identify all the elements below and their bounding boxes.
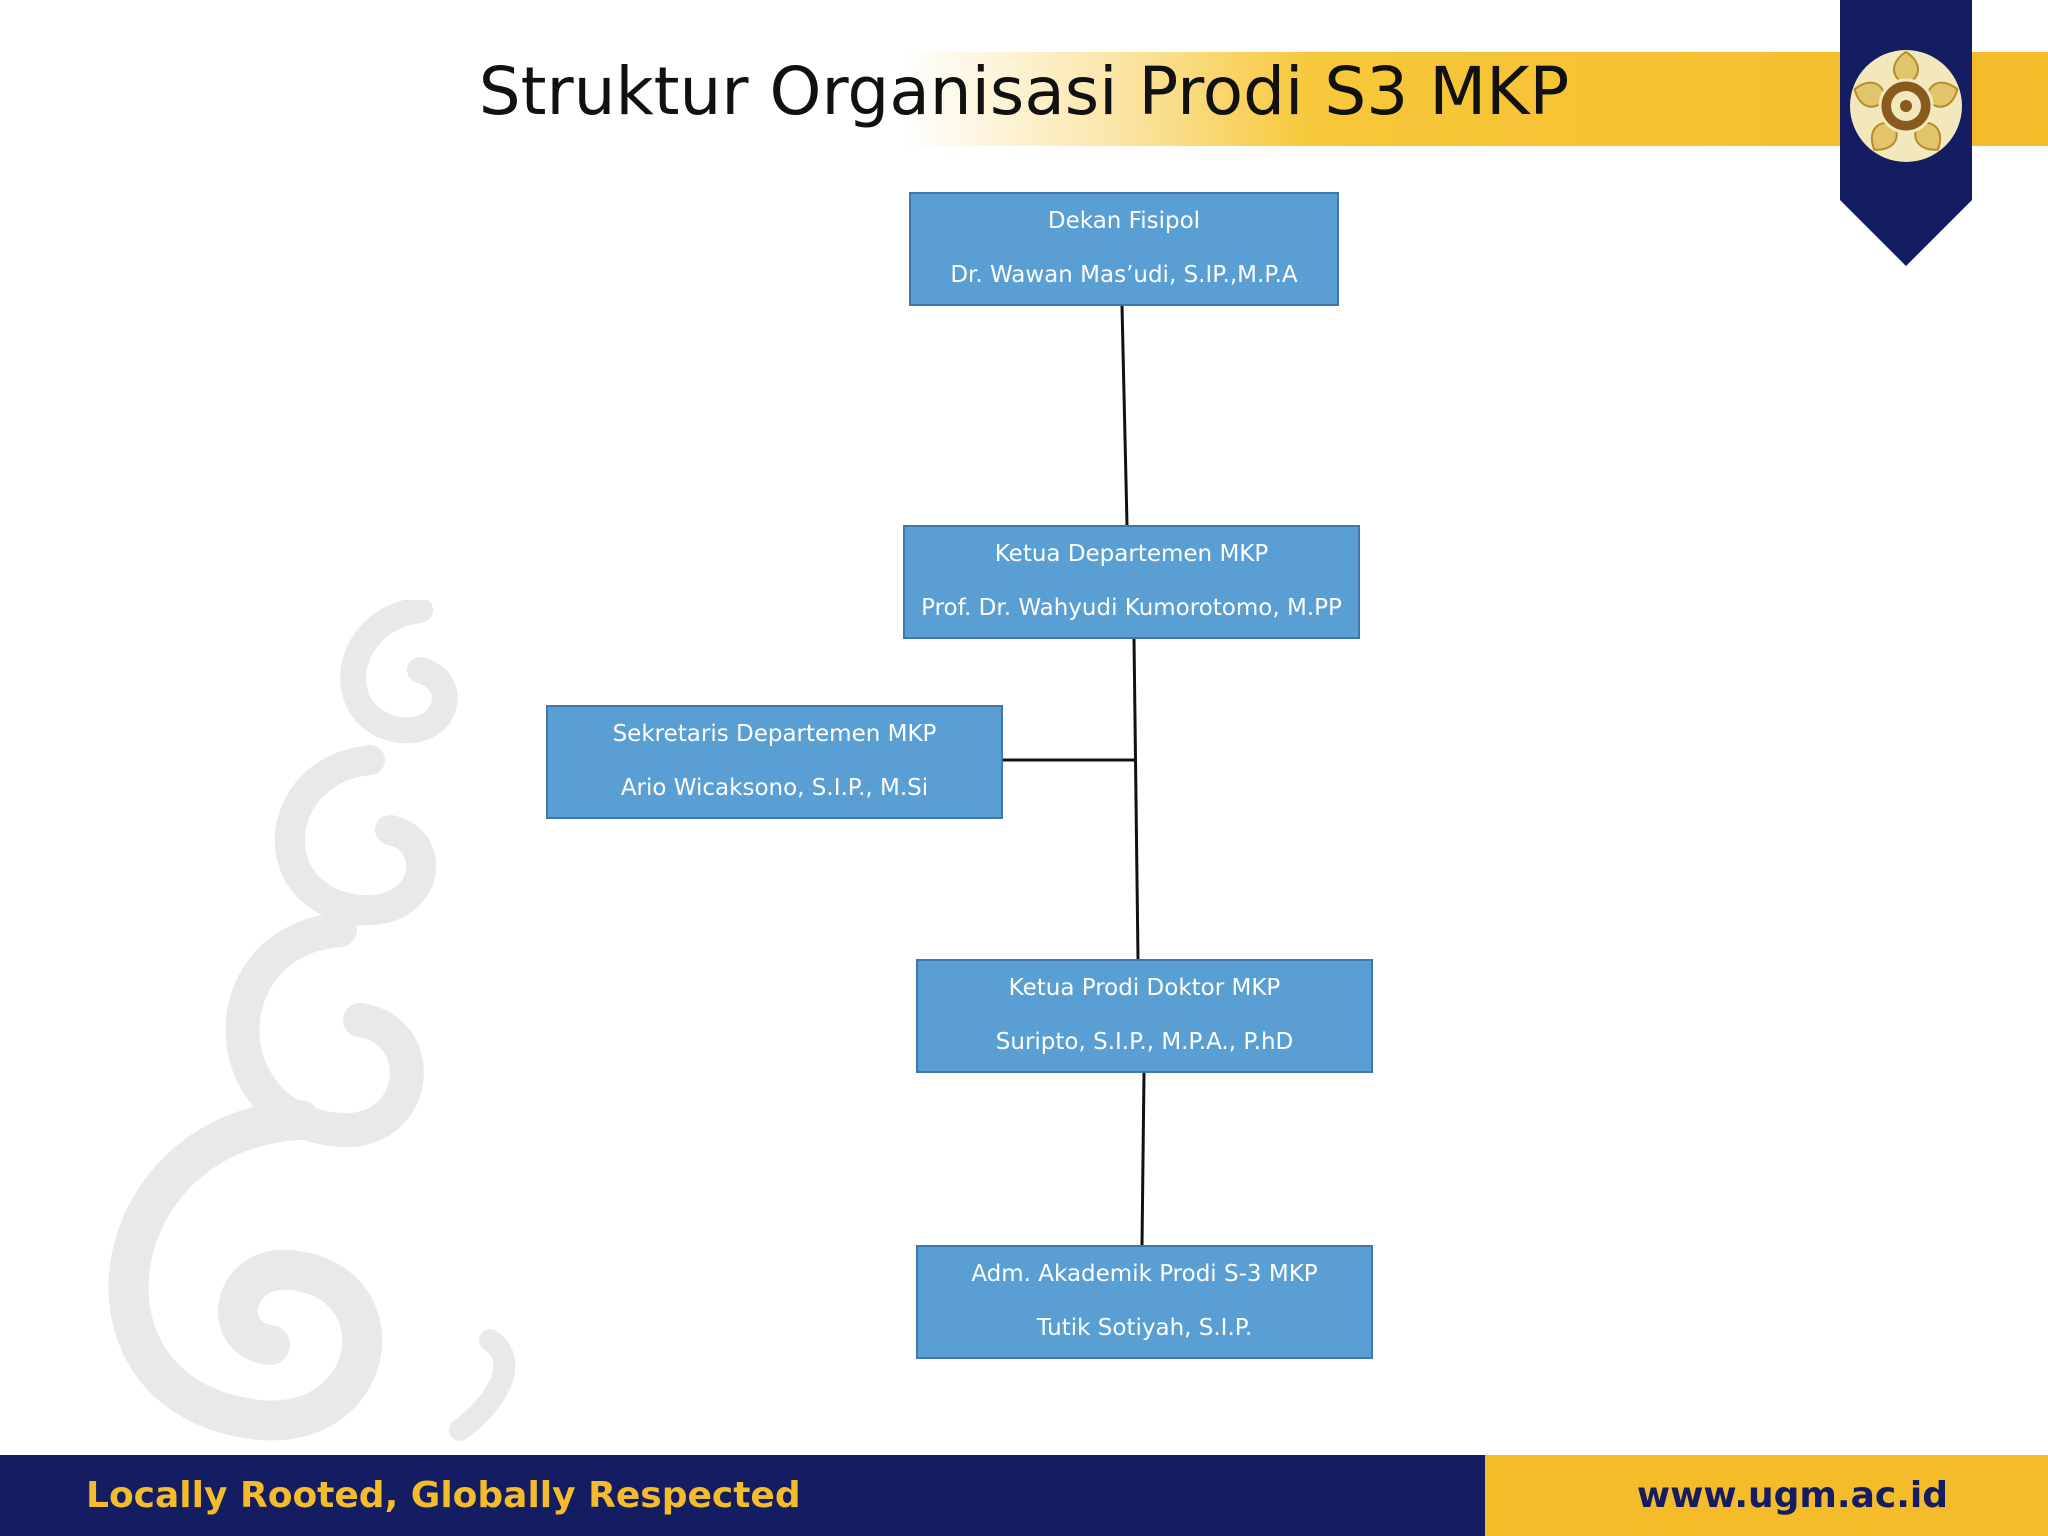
org-box-role: Dekan Fisipol [1047, 208, 1201, 234]
org-box-sekretaris-departemen: Sekretaris Departemen MKP Ario Wicaksono… [546, 705, 1003, 819]
org-box-role: Ketua Prodi Doktor MKP [1008, 975, 1281, 1001]
org-box-ketua-departemen: Ketua Departemen MKP Prof. Dr. Wahyudi K… [903, 525, 1360, 639]
org-box-person: Suripto, S.I.P., M.P.A., P.hD [995, 1029, 1294, 1055]
org-box-person: Prof. Dr. Wahyudi Kumorotomo, M.PP [921, 595, 1342, 621]
org-box-person: Ario Wicaksono, S.I.P., M.Si [620, 775, 929, 801]
org-box-role: Adm. Akademik Prodi S-3 MKP [971, 1261, 1318, 1287]
org-box-ketua-prodi: Ketua Prodi Doktor MKP Suripto, S.I.P., … [916, 959, 1373, 1073]
footer-tagline: Locally Rooted, Globally Respected [86, 1475, 801, 1516]
connector-ketua-prodi-to-adm [1140, 1072, 1146, 1246]
title-band [0, 52, 2048, 146]
ugm-crest-icon [1840, 0, 1972, 266]
connector-ketua-dept-to-ketua-prodi [1132, 638, 1140, 960]
footer-url-link[interactable]: www.ugm.ac.id [1636, 1475, 1948, 1516]
org-box-person: Tutik Sotiyah, S.I.P. [1036, 1315, 1253, 1341]
org-box-adm-akademik: Adm. Akademik Prodi S-3 MKP Tutik Sotiya… [916, 1245, 1373, 1359]
org-box-person: Dr. Wawan Mas’udi, S.IP.,M.P.A [950, 262, 1298, 288]
slide-title: Struktur Organisasi Prodi S3 MKP [478, 53, 1570, 130]
org-box-role: Sekretaris Departemen MKP [612, 721, 937, 747]
swirl-ornament-decoration [108, 600, 516, 1441]
org-box-dekan: Dekan Fisipol Dr. Wawan Mas’udi, S.IP.,M… [909, 192, 1339, 306]
connector-dekan-to-ketua-dept [1120, 305, 1129, 526]
footer-navy-band [0, 1455, 1485, 1536]
footer-gold-band [1485, 1455, 2048, 1536]
org-box-role: Ketua Departemen MKP [994, 541, 1269, 567]
